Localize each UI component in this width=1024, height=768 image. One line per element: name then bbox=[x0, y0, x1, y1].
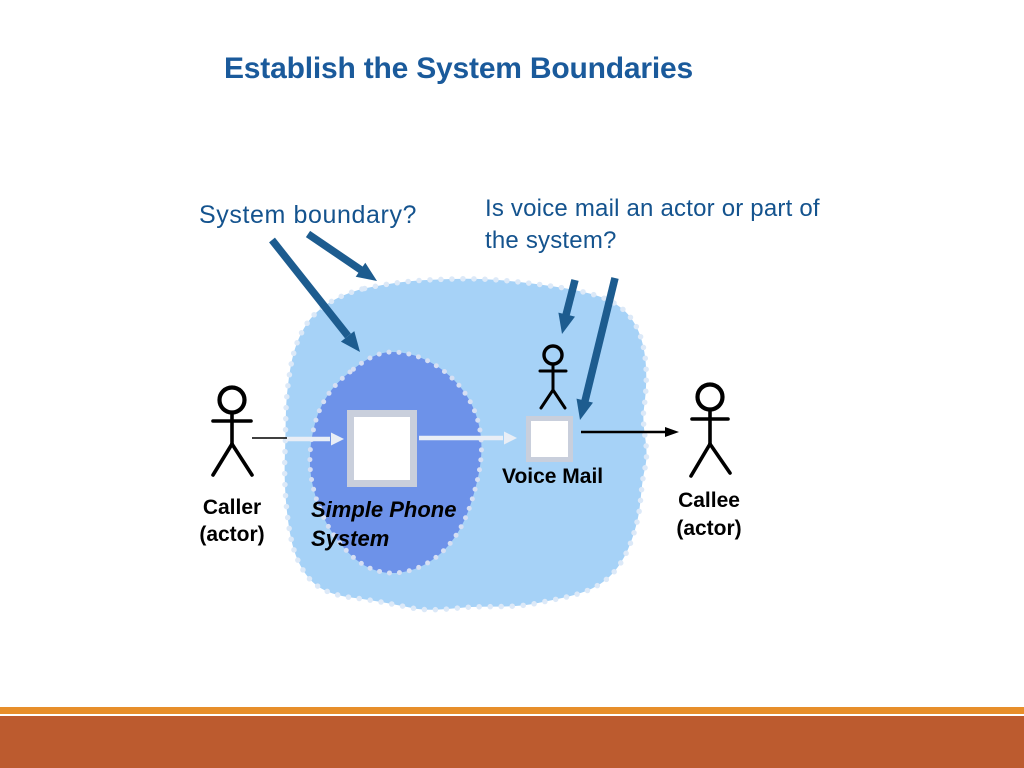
footer-bar bbox=[0, 716, 1024, 768]
system-boundary-arrow-inner bbox=[269, 237, 360, 352]
voice-mail-question-line1: Is voice mail an actor or part of bbox=[485, 195, 820, 222]
slide-title: Establish the System Boundaries bbox=[224, 52, 693, 85]
system-to-voicemail-arrow bbox=[419, 431, 517, 445]
footer-stripe bbox=[0, 707, 1024, 714]
system-box-label-line2: System bbox=[311, 526, 390, 551]
caller-label-line1: Caller bbox=[202, 496, 262, 519]
caller-label-line2: (actor) bbox=[199, 523, 265, 546]
voice-mail-box bbox=[526, 416, 573, 462]
caller-to-system-arrow bbox=[286, 432, 344, 446]
callee-actor-figure bbox=[689, 382, 732, 478]
voice-mail-question: Is voice mail an actor or part of the sy… bbox=[485, 193, 820, 257]
simple-phone-box bbox=[347, 410, 417, 487]
voice-mail-label: Voice Mail bbox=[502, 465, 604, 488]
voice-mail-actor-figure bbox=[538, 344, 568, 410]
system-boundary-label: System boundary? bbox=[199, 201, 418, 229]
voice-mail-question-line2: the system? bbox=[485, 227, 617, 254]
callee-label-line2: (actor) bbox=[676, 517, 742, 540]
caller-actor-figure bbox=[211, 385, 254, 477]
system-boundary-arrow-outer bbox=[305, 230, 377, 281]
voicemail-to-callee-arrow bbox=[581, 427, 679, 437]
system-box-label-line1: Simple Phone bbox=[311, 497, 457, 522]
system-box-label: Simple Phone System bbox=[311, 495, 456, 553]
caller-label: Caller (actor) bbox=[186, 494, 278, 548]
voice-mail-arrow-actor bbox=[558, 279, 579, 334]
callee-label-line1: Callee bbox=[678, 489, 740, 512]
callee-label: Callee (actor) bbox=[662, 487, 756, 543]
voice-mail-arrow-box bbox=[576, 277, 619, 420]
